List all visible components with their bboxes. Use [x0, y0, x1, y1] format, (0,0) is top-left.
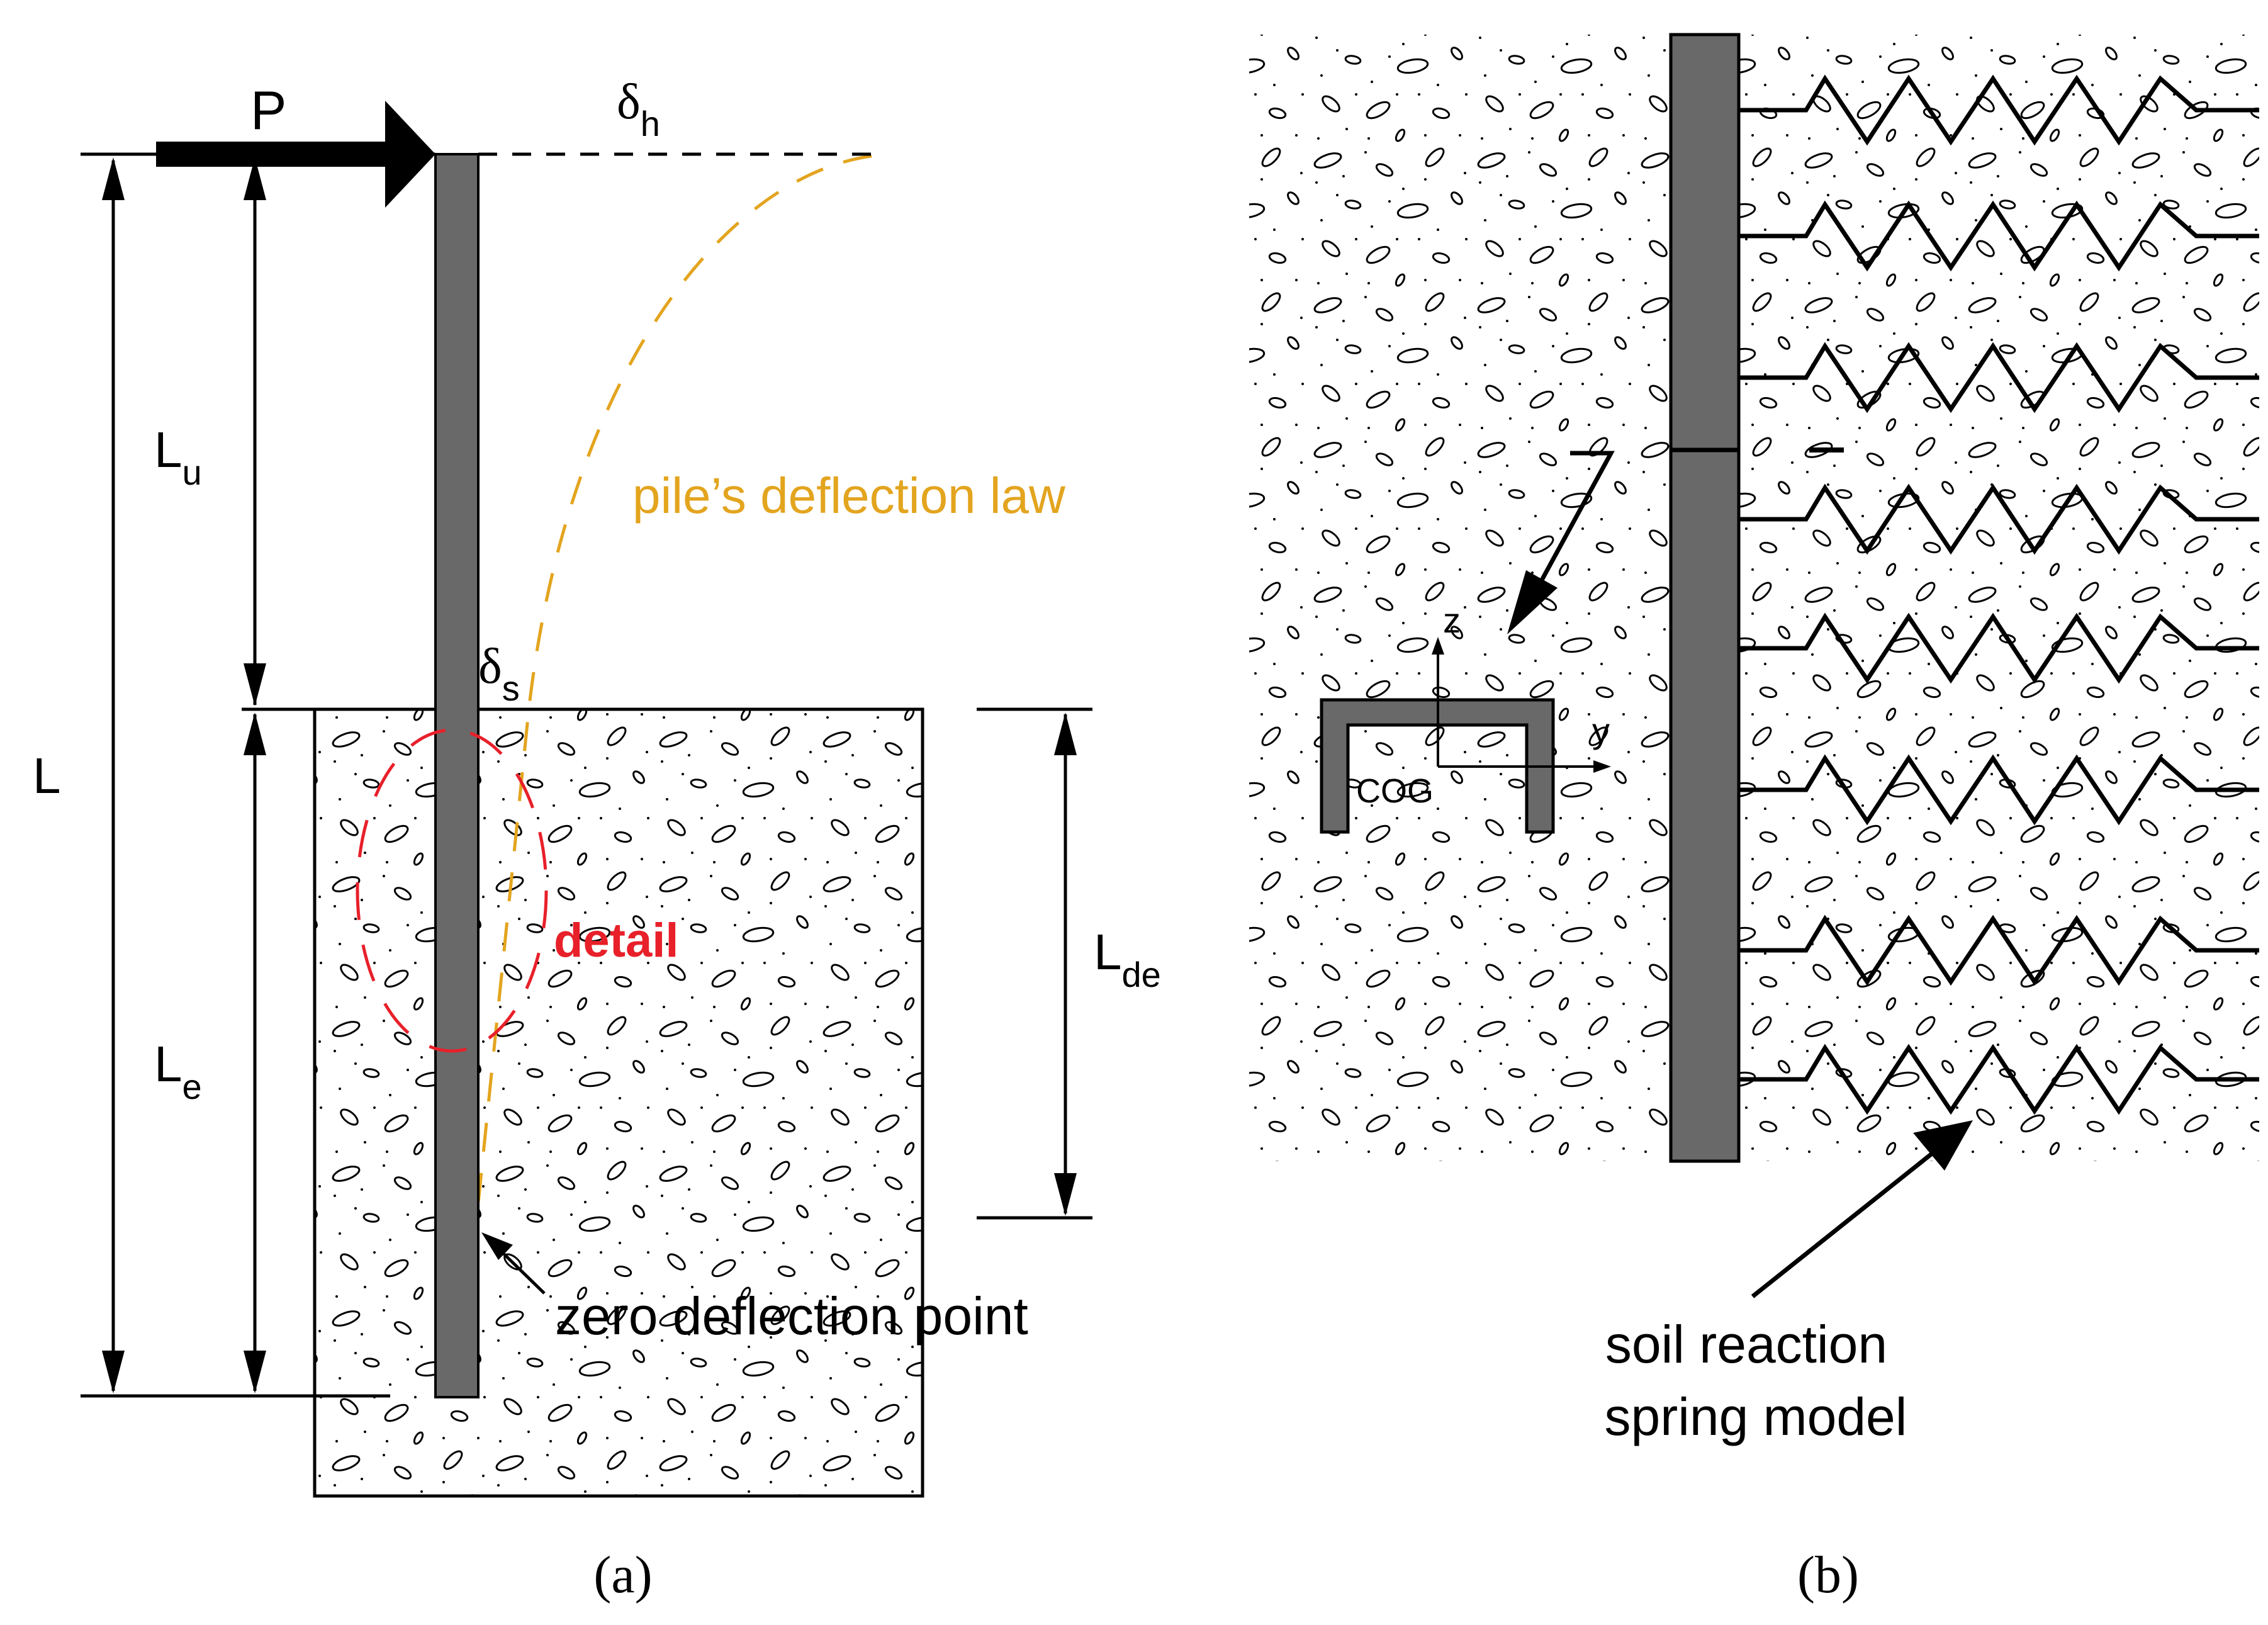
spring: [1739, 914, 2259, 986]
soil-region: [1249, 35, 2259, 1161]
spring: [1739, 200, 2259, 272]
dimension-arrow-Le: [244, 712, 266, 1393]
section-axes: [1432, 637, 1611, 773]
head-deflection-label: δh: [617, 74, 660, 143]
zero-deflection-pointer: [481, 1232, 546, 1295]
spring: [1739, 1043, 2259, 1115]
axis-z-label: z: [1443, 600, 1461, 640]
soil-block: [313, 707, 924, 1498]
section-pointer-arrow: [1507, 451, 1615, 634]
embedded-length-label: Le: [154, 1036, 202, 1106]
pile-deflection-curve: [473, 154, 872, 1234]
load-arrow: [156, 101, 435, 208]
spring-label-line2: spring model: [1605, 1387, 1907, 1446]
total-length-label: L: [33, 748, 61, 804]
free-length-label: Lu: [154, 422, 202, 492]
spring: [1739, 754, 2259, 826]
spring: [1739, 74, 2259, 146]
pile: [434, 153, 480, 1398]
spring-pointer-arrow: [1751, 1120, 1973, 1298]
spring: [1739, 612, 2259, 684]
channel-section: [1320, 698, 1555, 834]
spring-label-line1: soil reaction: [1605, 1315, 1887, 1374]
dimension-arrow-Lu: [244, 157, 266, 706]
soil-springs: [1739, 74, 2259, 1115]
detail-length-label: Lde: [1094, 924, 1161, 994]
caption-b: (b): [1797, 1546, 1859, 1604]
dimension-arrow-L: [102, 157, 125, 1393]
cog-label: COG: [1356, 772, 1434, 810]
load-label: P: [250, 81, 286, 141]
caption-a: (a): [593, 1546, 652, 1604]
panel-a: P δh δs L Lu Le Lde pile’s deflection la…: [33, 74, 1161, 1604]
detail-circle: [356, 728, 548, 1053]
spring: [1739, 483, 2259, 555]
deflection-law-label: pile’s deflection law: [632, 468, 1065, 524]
detail-label: detail: [554, 914, 679, 967]
pile-b: [1669, 33, 1741, 1163]
surface-deflection-label: δs: [478, 639, 520, 708]
spring: [1739, 342, 2259, 413]
dimension-arrow-Lde: [1054, 712, 1077, 1216]
panel-b: z y COG soil reaction spring model (b): [1249, 33, 2259, 1604]
axis-y-label: y: [1592, 711, 1610, 750]
zero-deflection-label: zero deflection point: [555, 1286, 1028, 1346]
